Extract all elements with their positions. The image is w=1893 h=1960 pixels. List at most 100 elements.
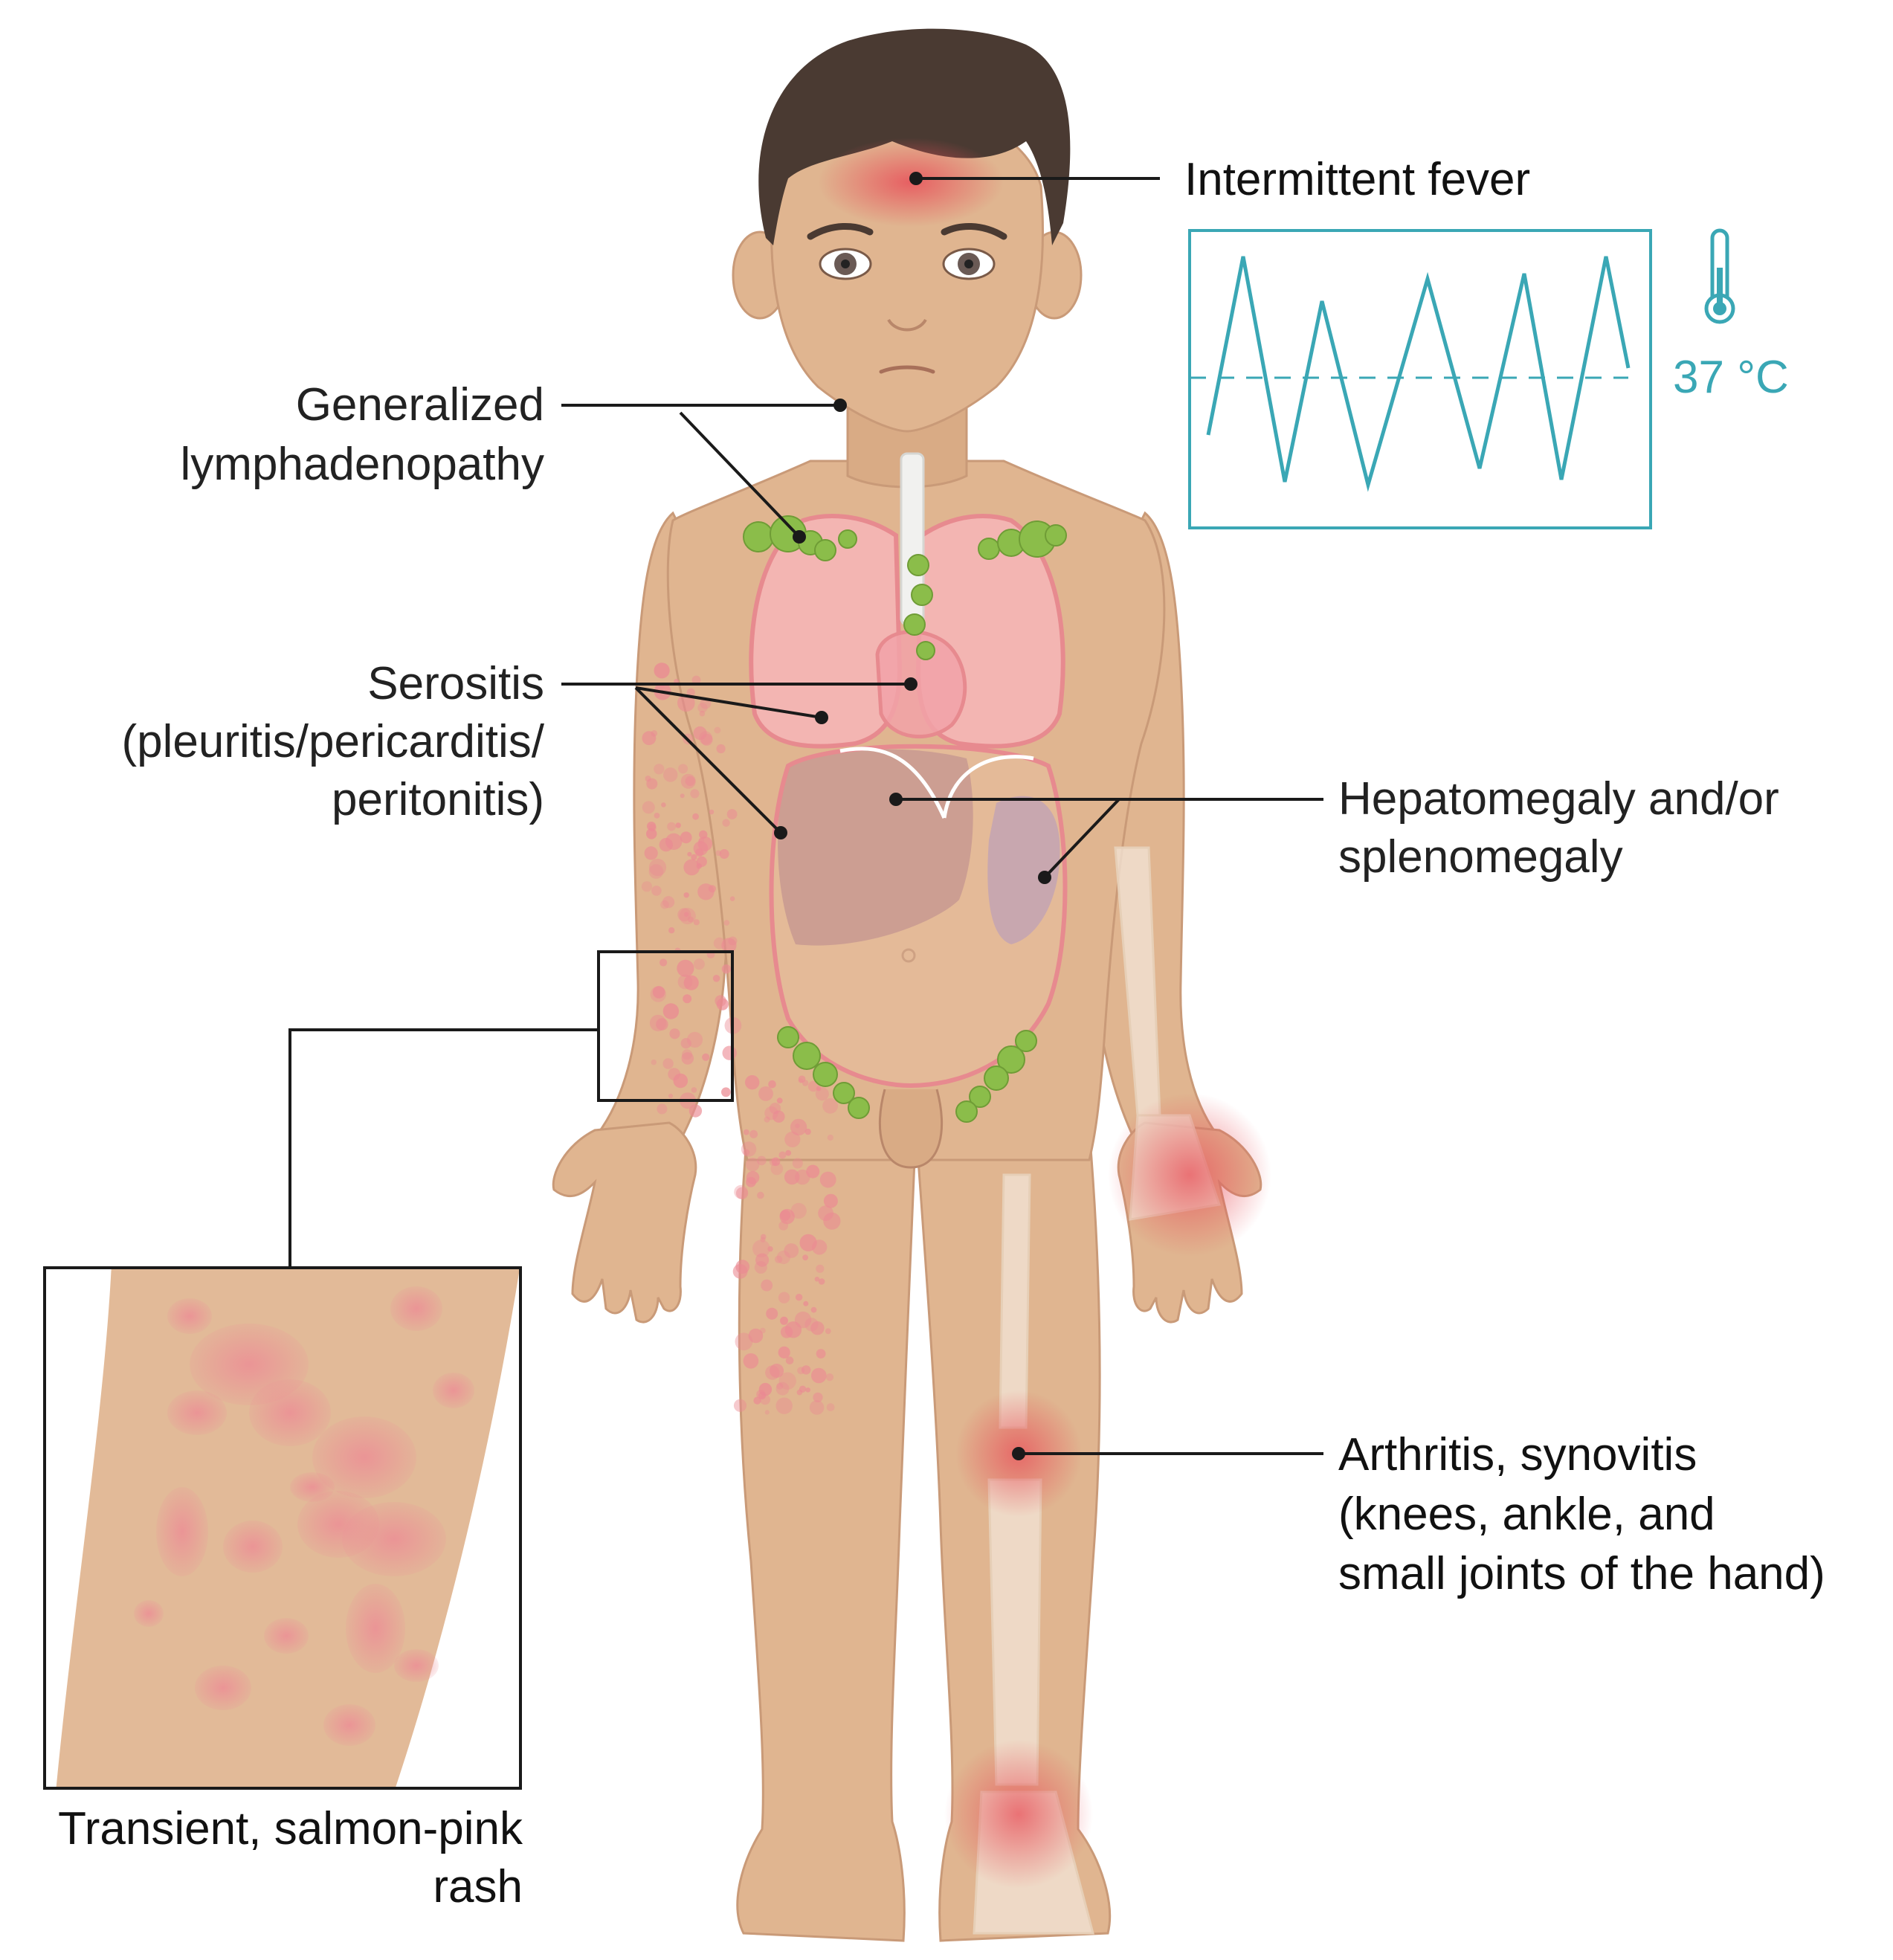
lymph-node	[815, 540, 836, 561]
fever-label: Intermittent fever	[1184, 154, 1530, 205]
rash-speck	[771, 1163, 784, 1176]
rash-speck	[684, 892, 689, 897]
rash-speck	[694, 919, 700, 925]
rash-speck	[827, 1403, 835, 1411]
rash-speck	[665, 834, 682, 850]
rash-speck	[761, 1280, 773, 1292]
rash-speck	[662, 1058, 673, 1068]
rash-patch	[323, 1704, 375, 1746]
rash-patch	[342, 1502, 446, 1576]
rash-speck	[765, 1410, 770, 1414]
rash-patch	[249, 1379, 331, 1446]
rash-speck	[811, 1368, 827, 1384]
hepatosplenomegaly-label-line1: Hepatomegaly and/or	[1338, 773, 1779, 825]
rash-speck	[656, 1018, 668, 1030]
rash-speck	[654, 764, 664, 774]
rash-speck	[645, 846, 658, 860]
rash-speck	[775, 1256, 782, 1263]
rash-speck	[744, 1149, 750, 1155]
rash-speck	[713, 975, 720, 982]
rash-speck	[694, 958, 705, 970]
lymph-node	[848, 1097, 869, 1118]
lymph-node	[912, 584, 932, 605]
rash-patch	[156, 1487, 208, 1576]
arthritis-label-line2: (knees, ankle, and	[1338, 1489, 1715, 1540]
rash-speck	[828, 1135, 833, 1141]
rash-speck	[819, 1278, 825, 1285]
rash-speck	[765, 1365, 779, 1379]
rash-speck	[784, 1132, 800, 1147]
lymph-node	[1045, 525, 1066, 546]
rash-speck	[734, 1399, 746, 1412]
rash-speck	[691, 1087, 697, 1093]
rash-speck	[653, 986, 665, 999]
rash-speck	[745, 1075, 759, 1089]
lymph-node	[984, 1066, 1008, 1090]
rash-speck	[649, 864, 664, 879]
rash-speck	[674, 1074, 688, 1089]
lymphadenopathy-label-line2: lymphadenopathy	[181, 439, 544, 490]
rash-speck	[799, 1076, 806, 1083]
lymphadenopathy-label-line1: Generalized	[296, 379, 544, 431]
rash-speck	[816, 1265, 824, 1273]
lymph-node	[744, 522, 773, 552]
rash-speck	[768, 1080, 776, 1089]
rash-speck	[660, 958, 667, 966]
rash-speck	[800, 1234, 817, 1251]
rash-speck	[757, 1192, 764, 1199]
rash-speck	[669, 1028, 680, 1039]
thermometer-icon	[1706, 231, 1733, 322]
threshold-temperature-label: 37 °C	[1673, 352, 1789, 403]
rash-speck	[709, 885, 716, 892]
lymph-node	[956, 1101, 977, 1122]
rash-speck	[661, 802, 666, 807]
rash-patch	[134, 1600, 164, 1627]
rash-speck	[709, 810, 715, 815]
lymph-node	[904, 614, 925, 635]
hepatosplenomegaly-label-line2: splenomegaly	[1338, 831, 1623, 883]
arthritis-label-line3: small joints of the hand)	[1338, 1548, 1825, 1599]
rash-patch	[390, 1286, 442, 1331]
rash-speck	[803, 1301, 808, 1306]
rash-speck	[714, 938, 726, 950]
rash-speck	[752, 1239, 770, 1257]
rash-speck	[690, 789, 699, 798]
rash-speck	[776, 1398, 793, 1414]
serositis-label-line1: Serositis	[367, 658, 544, 709]
rash-speck	[677, 960, 694, 977]
rash-patch	[223, 1521, 283, 1573]
rash-speck	[816, 1086, 822, 1092]
rash-speck	[773, 1111, 784, 1123]
rash-inset	[45, 1264, 520, 1792]
rash-speck	[825, 1328, 831, 1334]
rash-speck	[826, 1373, 833, 1381]
rash-speck	[810, 1400, 825, 1415]
lymph-node	[978, 538, 999, 559]
rash-speck	[778, 1292, 790, 1303]
rash-speck	[820, 1172, 836, 1188]
hand-inflammation-glow	[1108, 1093, 1271, 1257]
rash-speck	[724, 920, 730, 926]
rash-speck	[684, 912, 688, 917]
rash-speck	[662, 896, 674, 908]
rash-speck	[676, 822, 681, 828]
arthritis-label-line1: Arthritis, synovitis	[1338, 1429, 1697, 1480]
rash-label-line2: rash	[433, 1861, 523, 1912]
rash-speck	[797, 1390, 803, 1396]
left-eye	[944, 249, 994, 279]
rash-speck	[678, 975, 693, 990]
rash-speck	[657, 1103, 667, 1114]
lymph-node	[813, 1063, 837, 1086]
rash-speck	[714, 727, 720, 734]
lymph-node	[908, 555, 929, 576]
rash-patch	[290, 1472, 335, 1502]
rash-patch	[433, 1373, 474, 1408]
serositis-label-line2: (pleuritis/pericarditis/	[121, 716, 544, 767]
rash-speck	[692, 813, 699, 820]
rash-speck	[778, 1347, 790, 1358]
right-hand	[553, 1123, 696, 1322]
tibia-fibula	[989, 1480, 1041, 1785]
rash-speck	[802, 1254, 808, 1260]
rash-speck	[780, 1317, 788, 1325]
rash-speck	[797, 1367, 804, 1374]
